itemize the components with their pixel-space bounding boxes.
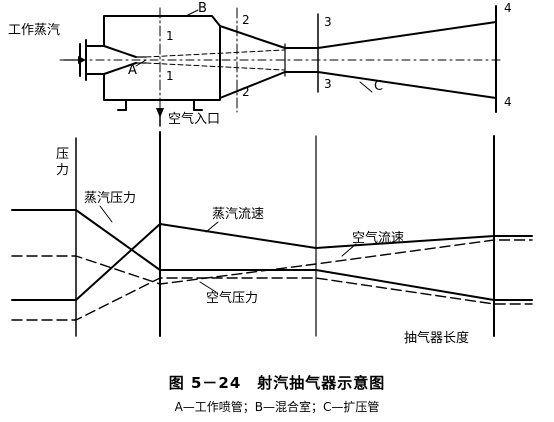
section-2-top: 2	[242, 13, 250, 27]
figure-legend: A—工作喷管；B—混合室；C—扩压管	[174, 400, 380, 414]
label-C: C	[374, 79, 384, 94]
diffuser-diverging-lower	[317, 71, 497, 99]
nozzle-upper	[85, 45, 137, 58]
steam-inlet-label: 工作蒸汽	[8, 23, 61, 38]
section-4-top: 4	[504, 1, 512, 15]
figure-title: 图 5－24 射汽抽气器示意图	[168, 374, 386, 392]
label-A: A	[128, 63, 137, 78]
section-2-bottom: 2	[242, 85, 250, 99]
air-velocity-curve	[11, 239, 533, 285]
ejector-apparatus	[59, 5, 505, 127]
length-axis-label: 抽气器长度	[404, 331, 470, 346]
steam-pressure-label: 蒸汽压力	[84, 191, 137, 206]
air-inlet-pipe	[117, 99, 127, 111]
label-B: B	[198, 1, 207, 16]
pressure-axis-char-2: 力	[56, 163, 70, 178]
section-1-top: 1	[166, 29, 174, 43]
diffuser-diverging-upper	[317, 21, 497, 49]
steam-velocity-label: 蒸汽流速	[212, 207, 265, 222]
section-1-bottom: 1	[166, 69, 174, 83]
section-4-bottom: 4	[504, 95, 512, 109]
air-velocity-label: 空气流速	[352, 231, 405, 246]
air-pressure-label: 空气压力	[206, 291, 259, 306]
steam-velocity-curve	[11, 223, 533, 301]
performance-graph	[11, 131, 533, 337]
air-inlet-label: 空气入口	[168, 112, 221, 127]
air-pressure-curve	[11, 277, 533, 321]
diffuser-converging-lower	[219, 71, 286, 99]
steam-pressure-curve	[11, 209, 533, 301]
section-3-bottom: 3	[324, 77, 332, 91]
pressure-axis-char-1: 压	[56, 147, 70, 162]
diffuser-converging-upper	[219, 25, 286, 49]
section-3-top: 3	[324, 15, 332, 29]
mixing-chamber	[103, 15, 221, 101]
